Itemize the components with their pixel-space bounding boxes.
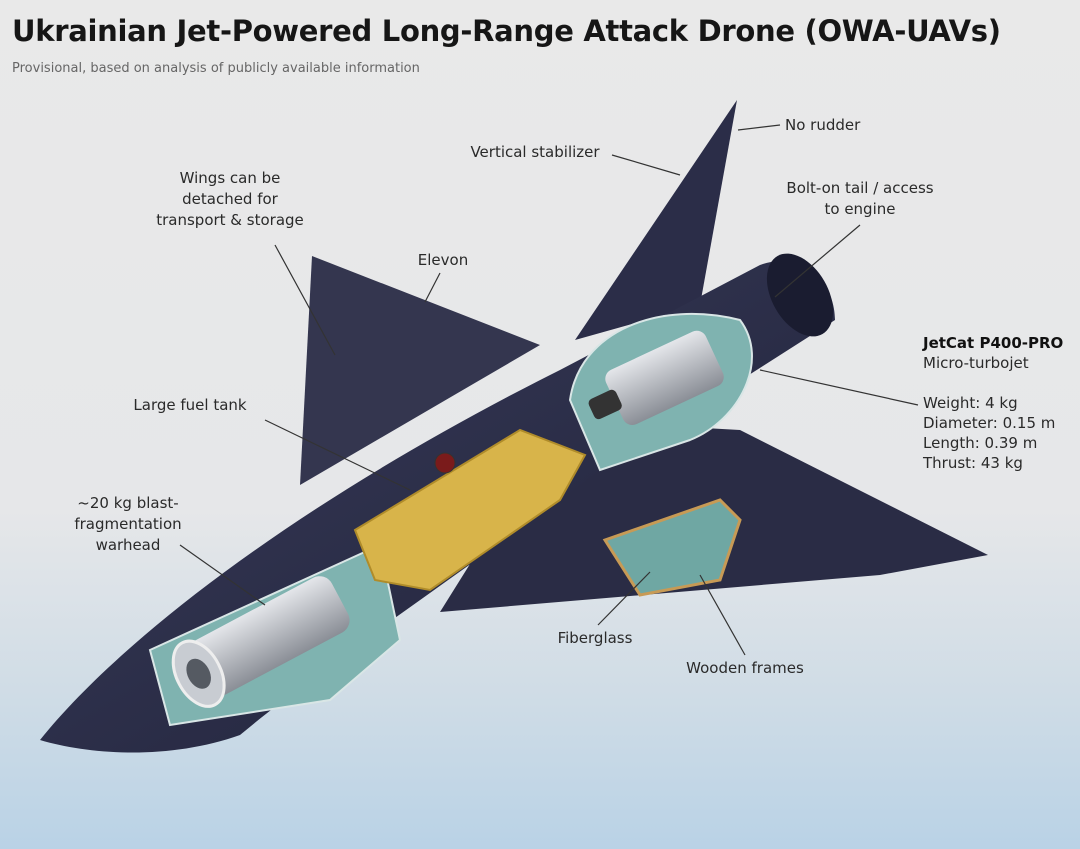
- fiberglass-cutout: [602, 498, 742, 597]
- label-line: warhead: [95, 536, 161, 554]
- engine-exhaust: [766, 253, 834, 337]
- left-wing: [300, 256, 540, 485]
- label-warhead: ~20 kg blast- fragmentation warhead: [74, 493, 181, 556]
- engine: [588, 330, 724, 426]
- label-line: fragmentation: [74, 515, 182, 533]
- label-bolt-on-tail: Bolt-on tail / access to engine: [786, 178, 933, 220]
- engine-name: JetCat P400-PRO: [923, 334, 1064, 352]
- vertical-stabilizer: [575, 100, 737, 340]
- label-wings: Wings can be detached for transport & st…: [156, 168, 304, 231]
- label-elevon: Elevon: [417, 251, 469, 269]
- label-line: ~20 kg blast-: [77, 494, 179, 512]
- diagram-subtitle: Provisional, based on analysis of public…: [12, 61, 420, 76]
- leader-lines: [179, 124, 919, 656]
- fuel-tank: [353, 428, 587, 592]
- label-fuel-tank: Large fuel tank: [133, 396, 247, 414]
- spec-thrust: Thrust: 43 kg: [923, 454, 1023, 472]
- spec-length: Length: 0.39 m: [923, 434, 1038, 452]
- label-line: detached for: [182, 190, 278, 208]
- label-vertical-stabilizer: Vertical stabilizer: [470, 143, 600, 161]
- label-wooden-frames: Wooden frames: [686, 659, 804, 677]
- engine-specs: JetCat P400-PRO Micro-turbojet Weight: 4…: [923, 333, 1063, 473]
- label-no-rudder: No rudder: [785, 116, 861, 134]
- label-line: to engine: [824, 200, 896, 218]
- spec-weight: Weight: 4 kg: [923, 394, 1018, 412]
- label-fiberglass: Fiberglass: [557, 629, 633, 647]
- warhead: [171, 576, 350, 708]
- fuel-cap: [434, 452, 456, 474]
- label-line: Bolt-on tail / access: [786, 179, 934, 197]
- diagram-title: Ukrainian Jet-Powered Long-Range Attack …: [12, 14, 1001, 48]
- spec-diameter: Diameter: 0.15 m: [923, 414, 1056, 432]
- label-line: Wings can be: [179, 169, 281, 187]
- engine-type: Micro-turbojet: [923, 354, 1029, 372]
- label-line: transport & storage: [156, 211, 304, 229]
